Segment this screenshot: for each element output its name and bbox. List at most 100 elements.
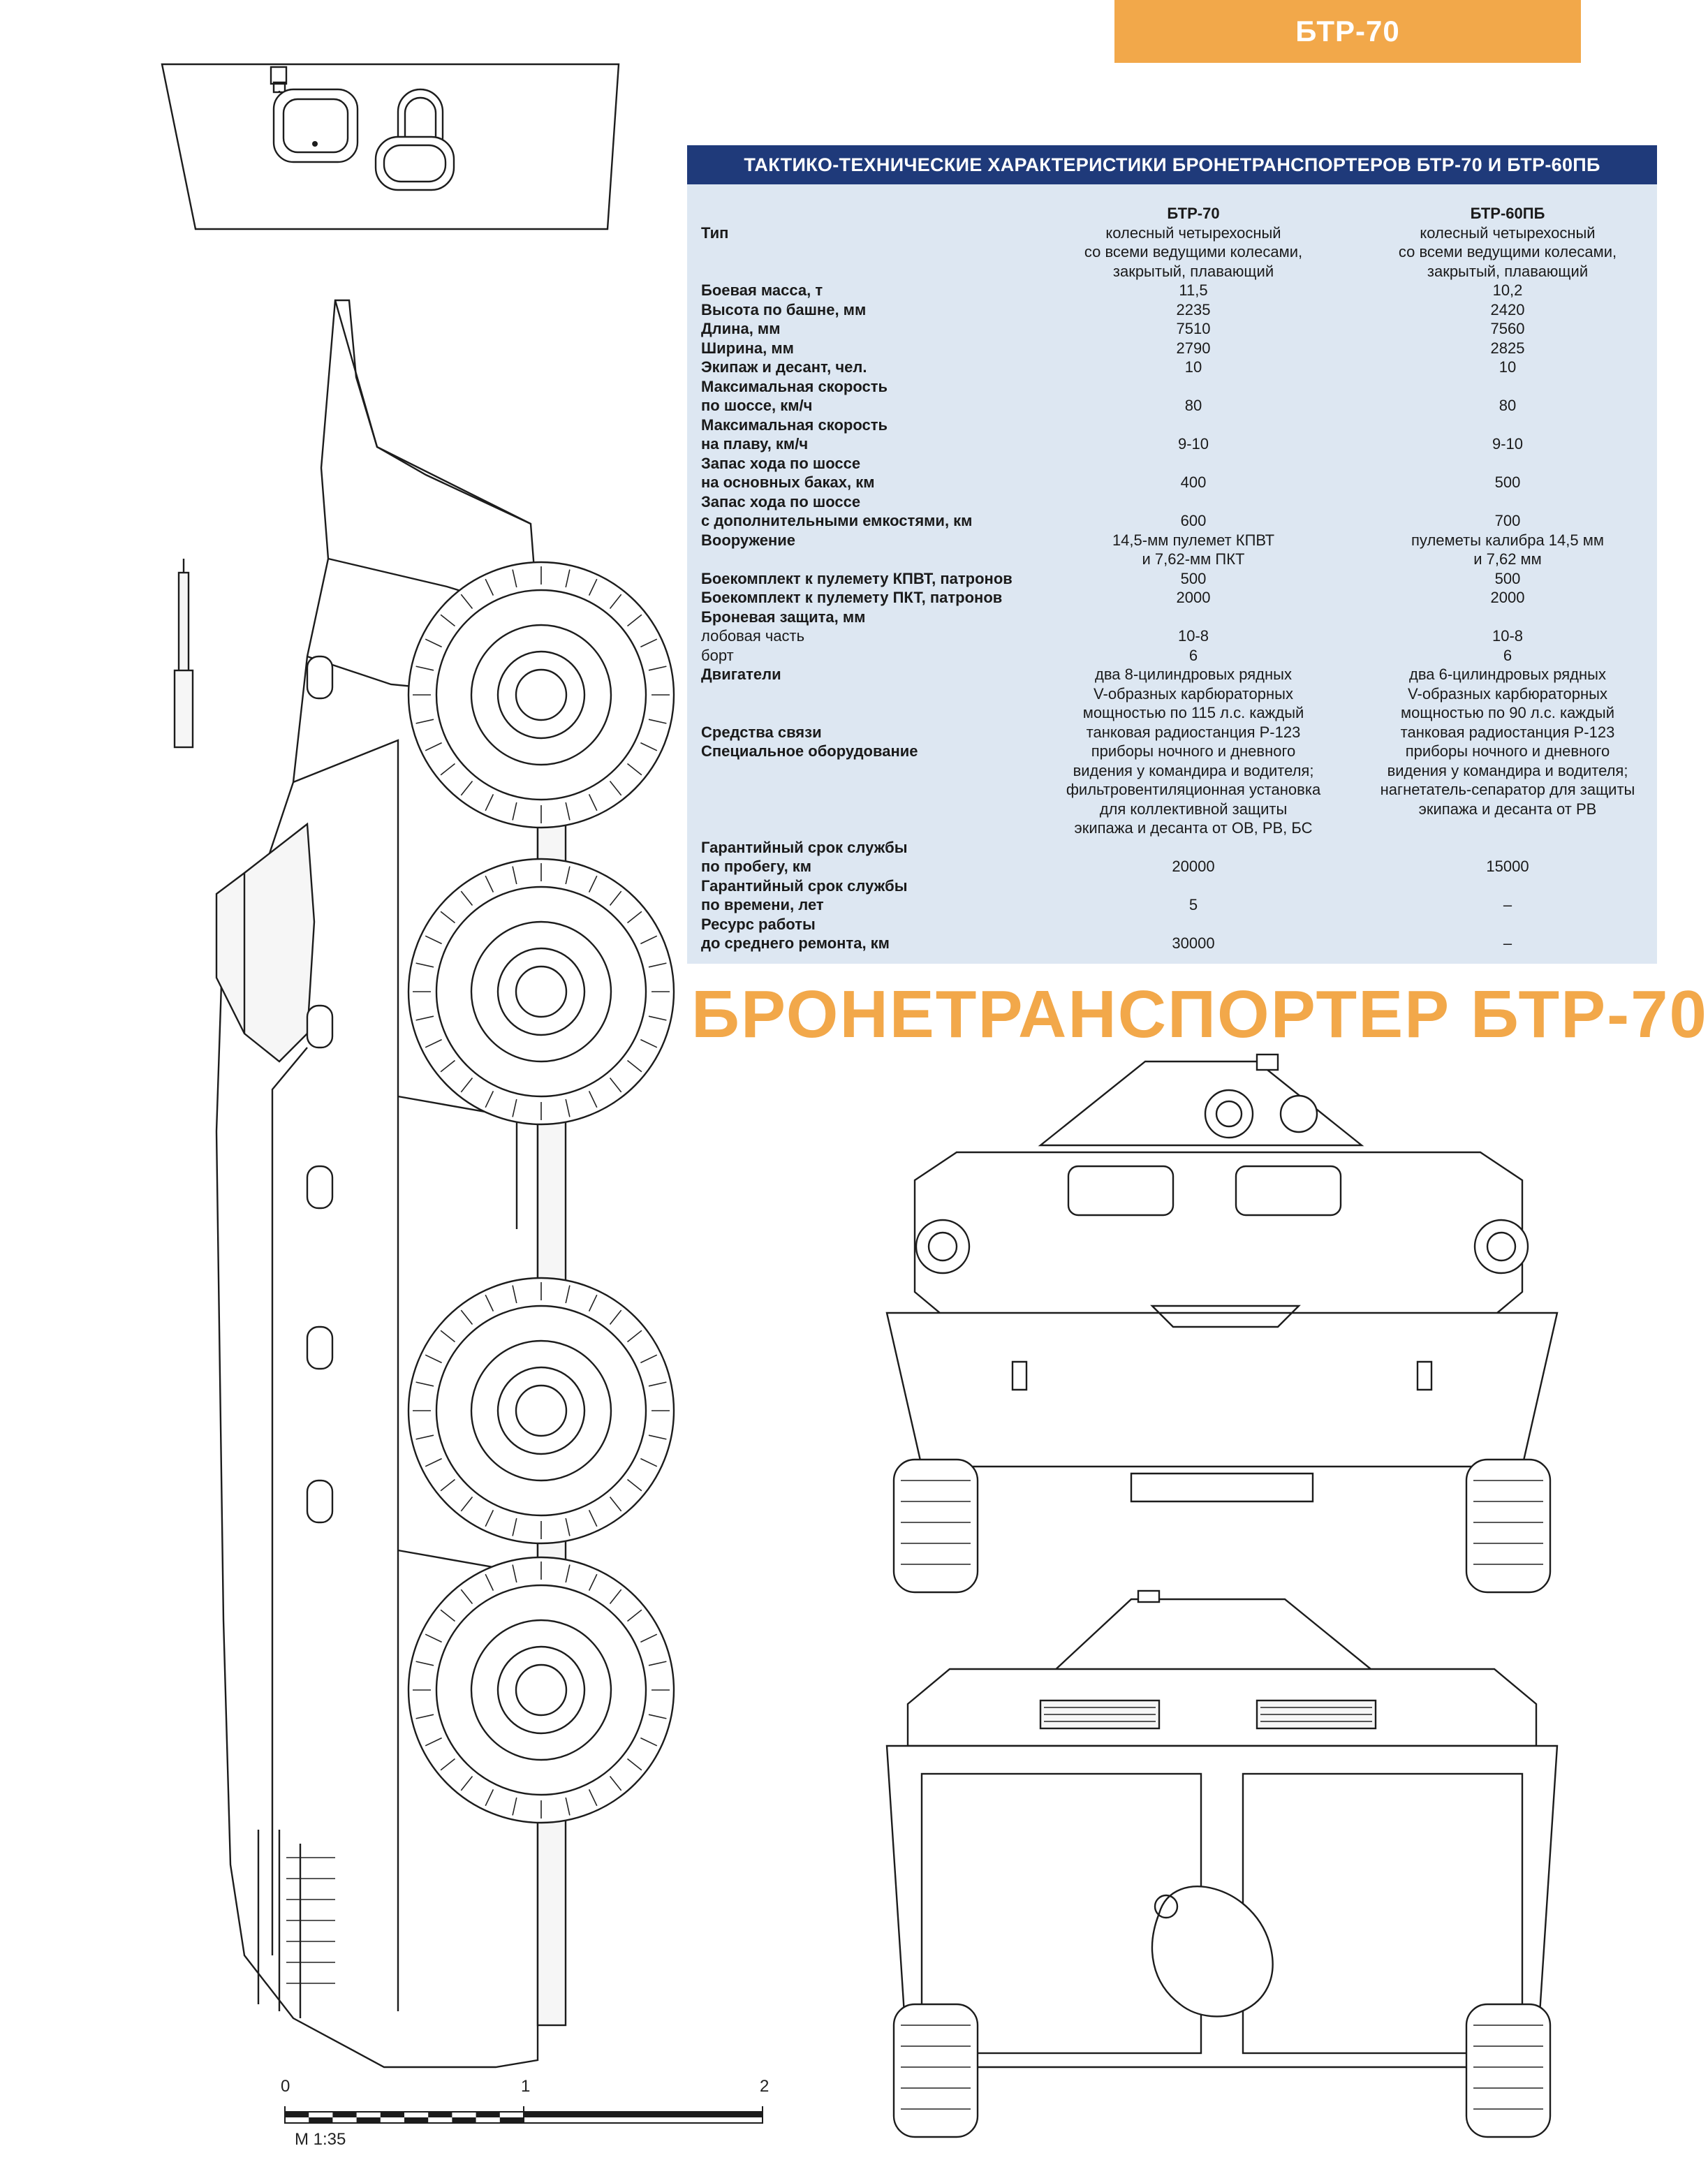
specs-value-line: фильтровентиляционная установка bbox=[1066, 781, 1321, 798]
specs-value-line: 10,2 bbox=[1492, 281, 1523, 299]
specs-value-line bbox=[1350, 915, 1665, 934]
specs-panel bbox=[687, 145, 1657, 964]
specs-value-line: V-образных карбюраторных bbox=[1094, 684, 1293, 703]
specs-value-line: 500 bbox=[1180, 569, 1207, 587]
specs-row-label: Длина, мм bbox=[701, 319, 1036, 339]
specs-row-value-btr60pb: 500 bbox=[1350, 454, 1665, 492]
specs-value-line bbox=[1036, 915, 1350, 934]
scale-tick-1: 1 bbox=[521, 2077, 531, 2096]
specs-row-value-btr70: 2235 bbox=[1036, 300, 1350, 320]
specs-row-value-btr70: 5 bbox=[1036, 876, 1350, 915]
wheel-3 bbox=[407, 1277, 675, 1545]
specs-row-value-btr70: 400 bbox=[1036, 454, 1350, 492]
specs-label-line: Гарантийный срок службы bbox=[701, 876, 908, 895]
specs-row-value-btr70: 2000 bbox=[1036, 588, 1350, 608]
specs-value-line: видения у командира и водителя; bbox=[1387, 761, 1628, 779]
specs-row-value-btr70: 9-10 bbox=[1036, 416, 1350, 454]
specs-label-line: до среднего ремонта, км bbox=[701, 934, 890, 952]
specs-value-line: закрытый, плавающий bbox=[1427, 262, 1589, 280]
specs-col2-header: БТР-60ПБ bbox=[1470, 205, 1545, 222]
specs-row-value-btr70: 80 bbox=[1036, 377, 1350, 416]
specs-value-line: 700 bbox=[1494, 512, 1521, 529]
specs-value-line: мощностью по 90 л.с. каждый bbox=[1400, 704, 1614, 721]
specs-row-label: борт bbox=[701, 646, 1036, 666]
specs-label-line: Ширина, мм bbox=[701, 339, 794, 357]
specs-row-value-btr70: 10 bbox=[1036, 358, 1350, 377]
wheel-4 bbox=[407, 1556, 675, 1824]
specs-row-value-btr60pb: 2000 bbox=[1350, 588, 1665, 608]
specs-value-line: со всеми ведущими колесами, bbox=[1084, 243, 1303, 260]
specs-row-label: Вооружение bbox=[701, 531, 1036, 550]
specs-value-line: 10-8 bbox=[1492, 627, 1524, 645]
specs-label-line: Боекомплект к пулемету КПВТ, патронов bbox=[701, 569, 1013, 587]
specs-value-line bbox=[1036, 377, 1350, 397]
specs-row-value-btr60pb: 10-8 bbox=[1350, 626, 1665, 646]
specs-value-line: 2000 bbox=[1490, 589, 1525, 606]
specs-row-value-btr70: 10-8 bbox=[1036, 626, 1350, 646]
specs-value-line: 2790 bbox=[1176, 339, 1211, 357]
specs-title-bar: ТАКТИКО-ТЕХНИЧЕСКИЕ ХАРАКТЕРИСТИКИ БРОНЕ… bbox=[687, 145, 1657, 184]
specs-label-line: Боевая масса, т bbox=[701, 281, 823, 299]
scale-tick-0: 0 bbox=[281, 2077, 290, 2096]
specs-value-line bbox=[1350, 818, 1665, 838]
specs-label-line bbox=[701, 684, 1036, 704]
specs-value-line: 9-10 bbox=[1177, 435, 1209, 453]
specs-value-line: 6 bbox=[1188, 646, 1198, 664]
specs-row-value-btr60pb: 500 bbox=[1350, 569, 1665, 589]
specs-value-line bbox=[1036, 454, 1350, 473]
wheel-2 bbox=[407, 858, 675, 1126]
specs-label-line: по пробегу, км bbox=[701, 858, 812, 875]
header-tab-label: БТР-70 bbox=[1295, 15, 1400, 47]
specs-value-line: танковая радиостанция Р-123 bbox=[1086, 723, 1301, 741]
specs-value-line: 500 bbox=[1494, 569, 1521, 587]
specs-value-line: для коллективной защиты bbox=[1099, 800, 1288, 818]
specs-value-line bbox=[1036, 876, 1350, 896]
specs-label-line: Двигатели bbox=[701, 666, 781, 683]
specs-value-line: танковая радиостанция Р-123 bbox=[1400, 723, 1615, 741]
specs-value-line: 80 bbox=[1499, 397, 1517, 414]
specs-value-line: пулеметы калибра 14,5 мм bbox=[1411, 531, 1604, 549]
specs-value-line: 9-10 bbox=[1492, 435, 1524, 453]
specs-label-line: борт bbox=[701, 646, 734, 664]
specs-row-value-btr60pb: 2420 bbox=[1350, 300, 1665, 320]
scale-bar bbox=[284, 2106, 763, 2124]
specs-value-line: 7510 bbox=[1176, 320, 1211, 337]
specs-row-value-btr70: 7510 bbox=[1036, 319, 1350, 339]
specs-row-label: Ширина, мм bbox=[701, 339, 1036, 358]
specs-value-line bbox=[1036, 492, 1350, 512]
specs-row-value-btr60pb: 15000 bbox=[1350, 838, 1665, 876]
specs-value-line bbox=[1350, 454, 1665, 473]
specs-label-line: с дополнительными емкостями, км bbox=[701, 512, 973, 529]
specs-label-line: Боекомплект к пулемету ПКТ, патронов bbox=[701, 589, 1003, 606]
specs-value-line: со всеми ведущими колесами, bbox=[1398, 243, 1617, 260]
specs-value-line bbox=[1350, 492, 1665, 512]
specs-label-line: лобовая часть bbox=[701, 627, 805, 645]
specs-row-value-btr60pb: 9-10 bbox=[1350, 416, 1665, 454]
specs-row-value-btr60pb bbox=[1350, 608, 1665, 627]
specs-value-line: 10 bbox=[1184, 358, 1202, 376]
specs-label-line: Длина, мм bbox=[701, 320, 781, 337]
specs-value-line: мощностью по 115 л.с. каждый bbox=[1082, 704, 1304, 721]
specs-row: лобовая часть 10-8 10-8 bbox=[701, 626, 1651, 646]
scale-tick-2: 2 bbox=[760, 2077, 770, 2096]
specs-label-line: Максимальная скорость bbox=[701, 377, 888, 395]
specs-value-line bbox=[1036, 838, 1350, 858]
specs-row: Боекомплект к пулемету КПВТ, патронов 500… bbox=[701, 569, 1651, 589]
specs-value-line: 80 bbox=[1184, 397, 1202, 414]
